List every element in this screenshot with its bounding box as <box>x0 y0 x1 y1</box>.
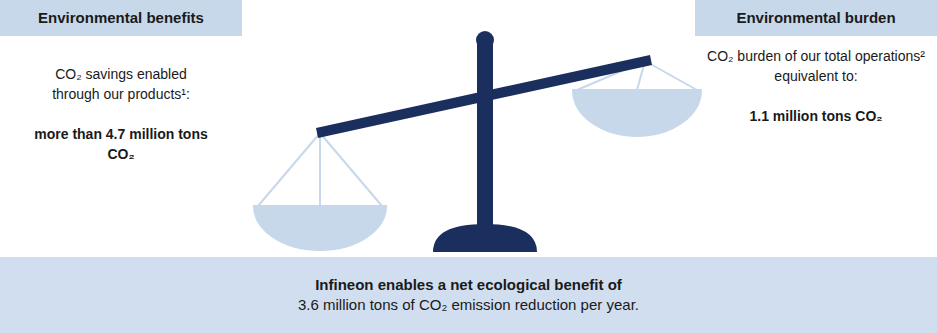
pan-string <box>320 133 382 206</box>
pan-string <box>319 133 321 206</box>
panel-heading: Environmental benefits <box>0 0 242 36</box>
balance-scale <box>254 31 701 252</box>
panel-heading: Environmental burden <box>695 0 937 36</box>
scale-base <box>433 224 537 252</box>
summary-text: 3.6 million tons of CO₂ emission reducti… <box>10 295 927 315</box>
panel-text: CO₂ burden of our total operations² equi… <box>700 46 932 86</box>
panel-figure: 1.1 million tons CO₂ <box>716 106 916 126</box>
panel-text: CO₂ savings enabled through our products… <box>32 64 210 104</box>
scale-pole <box>477 42 493 238</box>
summary-heading: Infineon enables a net ecological benefi… <box>10 275 927 295</box>
pan-string <box>645 61 697 90</box>
right-pan <box>573 90 701 136</box>
pan-string <box>258 133 320 206</box>
scale-beam <box>316 55 652 138</box>
panel-figure: more than 4.7 million tons CO₂ <box>31 124 211 164</box>
side-panel: Environmental burdenCO₂ burden of our to… <box>695 0 937 126</box>
summary-band: Infineon enables a net ecological benefi… <box>0 257 937 333</box>
scale-knob <box>476 31 494 49</box>
side-panel: Environmental benefitsCO₂ savings enable… <box>0 0 242 164</box>
left-pan <box>254 206 386 250</box>
